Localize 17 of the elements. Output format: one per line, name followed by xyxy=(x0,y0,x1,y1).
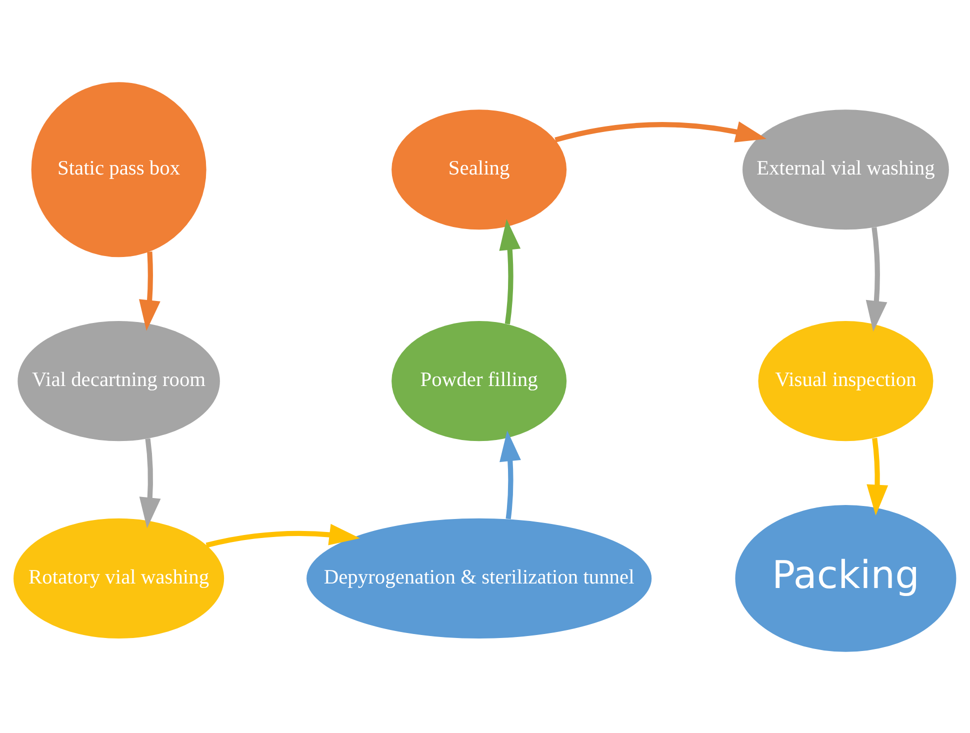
node-ellipse: Depyrogenation & sterilization tunnel xyxy=(306,518,652,638)
node-ellipse: Rotatory vial washing xyxy=(14,518,224,638)
node-ellipse: Sealing xyxy=(392,109,567,230)
node-ellipse: Powder filling xyxy=(392,320,567,441)
node-circle: Static pass box xyxy=(31,82,206,257)
node-ellipse: Packing xyxy=(735,504,956,652)
arrow xyxy=(206,523,360,548)
node-ellipse: External vial washing xyxy=(742,109,949,230)
node-ellipse: Vial decartning room xyxy=(18,320,220,441)
arrow xyxy=(866,437,888,516)
arrow xyxy=(139,438,161,528)
node-ellipse: Visual inspection xyxy=(758,320,934,441)
arrow xyxy=(139,251,160,330)
arrow xyxy=(499,218,521,324)
arrow xyxy=(866,226,888,332)
arrow xyxy=(554,120,766,142)
arrow xyxy=(500,430,521,519)
